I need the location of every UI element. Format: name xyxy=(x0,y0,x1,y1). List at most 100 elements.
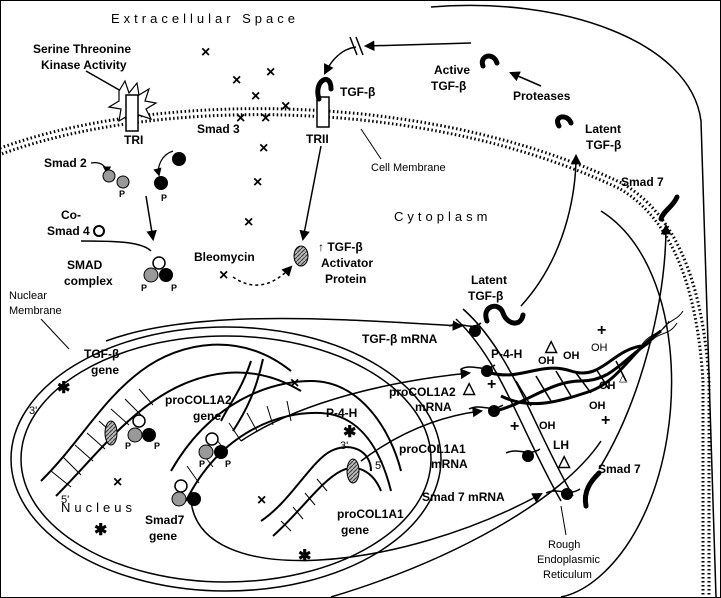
smad3-arrow xyxy=(153,150,174,177)
smad7-gene-label-1: Smad7 xyxy=(145,513,185,527)
svg-text:×: × xyxy=(266,64,275,81)
kinase-label-1: Serine Threonine xyxy=(33,42,131,56)
svg-text:OH: OH xyxy=(563,350,580,362)
procol1a2-gene-label-1: proCOL1A2 xyxy=(165,393,232,407)
tgfb-gene-5prime: 5' xyxy=(61,494,69,506)
procol1a1-gene-promoter xyxy=(346,458,360,484)
activator-label-1: ↑ TGF-β xyxy=(318,240,363,254)
svg-text:+: + xyxy=(601,412,610,429)
procol1a1-gene-label-2: gene xyxy=(341,523,369,537)
smad2-p: P xyxy=(119,189,125,199)
svg-text:P: P xyxy=(171,283,177,293)
svg-text:△: △ xyxy=(619,372,628,384)
svg-text:OH: OH xyxy=(591,342,608,354)
svg-text:P: P xyxy=(125,441,131,451)
svg-text:×: × xyxy=(261,110,270,127)
svg-text:×: × xyxy=(232,72,241,89)
modification-symbols: △ △ △ △ + + + + xyxy=(462,322,628,470)
trii-to-activator-arrow xyxy=(299,145,322,242)
svg-text:×: × xyxy=(244,214,253,231)
cytoplasm-arc xyxy=(330,440,602,597)
svg-text:△: △ xyxy=(544,338,558,355)
nuclear-membrane-label-2: Membrane xyxy=(9,305,62,317)
bleomycin-to-activator-arrow xyxy=(232,265,293,286)
tgfb-gene-3prime: 3' xyxy=(29,405,37,417)
nuclear-membrane-pointer xyxy=(40,318,70,350)
trii-receptor xyxy=(315,77,334,128)
procol1a1-gene-label-1: proCOL1A1 xyxy=(337,507,404,521)
smad2-phosphorylated xyxy=(116,175,130,189)
nucleus-outer-membrane xyxy=(10,326,442,592)
svg-text:OH: OH xyxy=(538,355,555,367)
region-nucleus: Nucleus xyxy=(61,500,136,515)
svg-text:P: P xyxy=(225,459,231,469)
smad-complex-molecule: P P xyxy=(141,256,177,293)
svg-text:+: + xyxy=(597,322,606,339)
svg-text:✱: ✱ xyxy=(298,548,311,565)
nucleus-stars: ✱ ✱ ✱ xyxy=(57,380,311,565)
svg-text:OH: OH xyxy=(599,380,616,392)
kinase-pointer-line xyxy=(85,70,122,92)
svg-text:OH: OH xyxy=(589,400,606,412)
smad-complex-label-1: SMAD xyxy=(67,258,103,272)
nucleus-inner-membrane xyxy=(20,335,432,583)
blocked-mark-1 xyxy=(349,36,358,56)
procol1a2-gene-label-2: gene xyxy=(193,409,221,423)
procol1a1-mrna-label-1: proCOL1A1 xyxy=(399,442,466,456)
tgfb-receptor-label: TGF-β xyxy=(340,85,375,99)
active-to-receptor-arrow xyxy=(363,40,472,52)
dna-helix-right xyxy=(260,446,382,537)
rough-er-label-1: Rough xyxy=(548,539,580,551)
svg-text:×: × xyxy=(219,267,228,284)
svg-text:×: × xyxy=(257,492,266,509)
smad3-p: P xyxy=(161,193,167,203)
tgfb-mrna-label: TGF-β mRNA xyxy=(362,332,438,346)
cell-membrane-pointer xyxy=(360,128,382,160)
region-cytoplasm: Cytoplasm xyxy=(394,209,491,224)
latent-tgfb-er-label-1: Latent xyxy=(471,273,507,287)
proteases-arrow xyxy=(509,71,542,87)
rough-er-pointer xyxy=(560,505,567,536)
cell-membrane-label: Cell Membrane xyxy=(371,162,446,174)
dna-helix-middle xyxy=(170,358,402,502)
smad2-label: Smad 2 xyxy=(44,156,87,170)
svg-text:×: × xyxy=(253,174,262,191)
svg-text:✱: ✱ xyxy=(57,380,70,397)
latent-tgfb-top-label-2: TGF-β xyxy=(586,138,621,152)
er-outline-arc xyxy=(560,210,673,597)
smad7-er-molecule xyxy=(582,470,602,509)
active-tgfb-molecule xyxy=(479,53,500,69)
smad3-molecule xyxy=(172,152,186,166)
svg-text:×: × xyxy=(201,44,210,61)
tgfb-gene-label-1: TGF-β xyxy=(84,347,119,361)
svg-text:×: × xyxy=(236,110,245,127)
smad7-er-label: Smad 7 xyxy=(598,462,641,476)
svg-text:×: × xyxy=(281,98,290,115)
smad3-label: Smad 3 xyxy=(197,122,240,136)
nuclear-membrane-label-1: Nuclear xyxy=(9,290,47,302)
latent-tgfb-top-molecule xyxy=(555,114,574,129)
smad7-gene-complex xyxy=(171,479,201,507)
lh-label: LH xyxy=(553,438,569,452)
svg-text:+: + xyxy=(487,376,496,393)
proteases-label: Proteases xyxy=(513,89,571,103)
blocked-mark-2 xyxy=(355,36,364,56)
smad7-gene-label-2: gene xyxy=(149,529,177,543)
hydroxyl-groups: OH OH OH OH OH OH xyxy=(538,342,616,432)
tri-receptor xyxy=(107,79,158,132)
kinase-label-2: Kinase Activity xyxy=(41,58,127,72)
procol1a2-mrna-label-2: mRNA xyxy=(415,400,452,414)
active-tgfb-label-1: Active xyxy=(434,63,470,77)
tgfb-gene-label-2: gene xyxy=(91,363,119,377)
svg-text:P: P xyxy=(141,283,147,293)
svg-text:OH: OH xyxy=(539,420,556,432)
trii-label: TRII xyxy=(306,132,329,146)
rough-er-label-2: Endoplasmic xyxy=(537,554,600,566)
svg-text:△: △ xyxy=(462,380,476,397)
region-extracellular: Extracellular Space xyxy=(111,11,299,26)
smad-to-complex-arrow xyxy=(145,195,157,242)
latent-tgfb-er-molecule xyxy=(483,303,526,326)
procol1a2-gene-smad-complex: P P xyxy=(198,432,231,469)
latent-to-membrane-arrow xyxy=(520,153,582,307)
smad2-molecule xyxy=(102,169,116,183)
